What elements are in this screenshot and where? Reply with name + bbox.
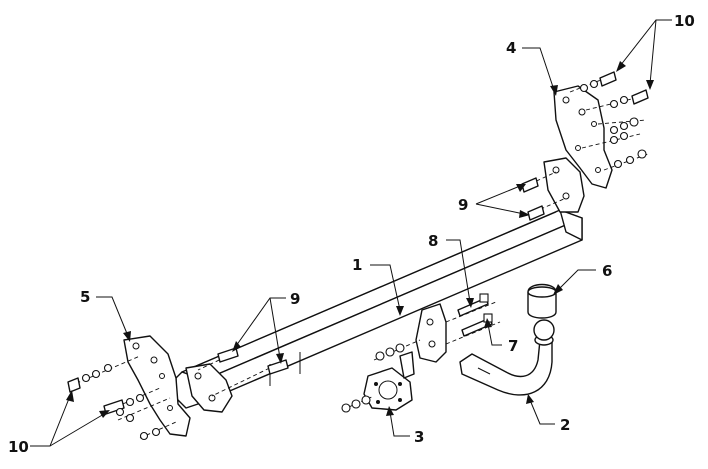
callout-6: 6 bbox=[602, 262, 612, 280]
callout-leaders bbox=[30, 19, 672, 447]
callout-10-top: 10 bbox=[674, 12, 695, 30]
center-mount-plate bbox=[415, 303, 447, 363]
callout-1: 1 bbox=[352, 256, 362, 274]
centre-left-nuts bbox=[373, 339, 421, 361]
callout-2: 2 bbox=[560, 416, 570, 434]
tow-ball-neck-part-2 bbox=[459, 319, 555, 396]
bolts-part-9-left bbox=[197, 347, 289, 397]
ball-cover-part-6 bbox=[527, 283, 557, 319]
socket-plate-nuts bbox=[341, 395, 375, 413]
bolts-part-10-top bbox=[569, 71, 649, 171]
callout-10-bottom: 10 bbox=[8, 438, 29, 456]
right-bracket-part-4 bbox=[543, 85, 613, 213]
callout-4: 4 bbox=[506, 39, 516, 57]
callout-3: 3 bbox=[414, 428, 424, 446]
callout-7: 7 bbox=[508, 337, 518, 355]
bolts-part-9-right bbox=[521, 171, 567, 221]
socket-plate-part-3 bbox=[363, 351, 415, 411]
callout-labels: 1 2 3 4 5 6 7 8 9 9 10 10 bbox=[8, 12, 695, 456]
callout-5: 5 bbox=[80, 288, 90, 306]
callout-9-top: 9 bbox=[458, 196, 468, 214]
callout-9-left: 9 bbox=[290, 290, 300, 308]
centre-bolts-part-7-8 bbox=[445, 293, 501, 345]
left-bracket-part-5 bbox=[123, 335, 233, 437]
callout-8: 8 bbox=[428, 232, 438, 250]
